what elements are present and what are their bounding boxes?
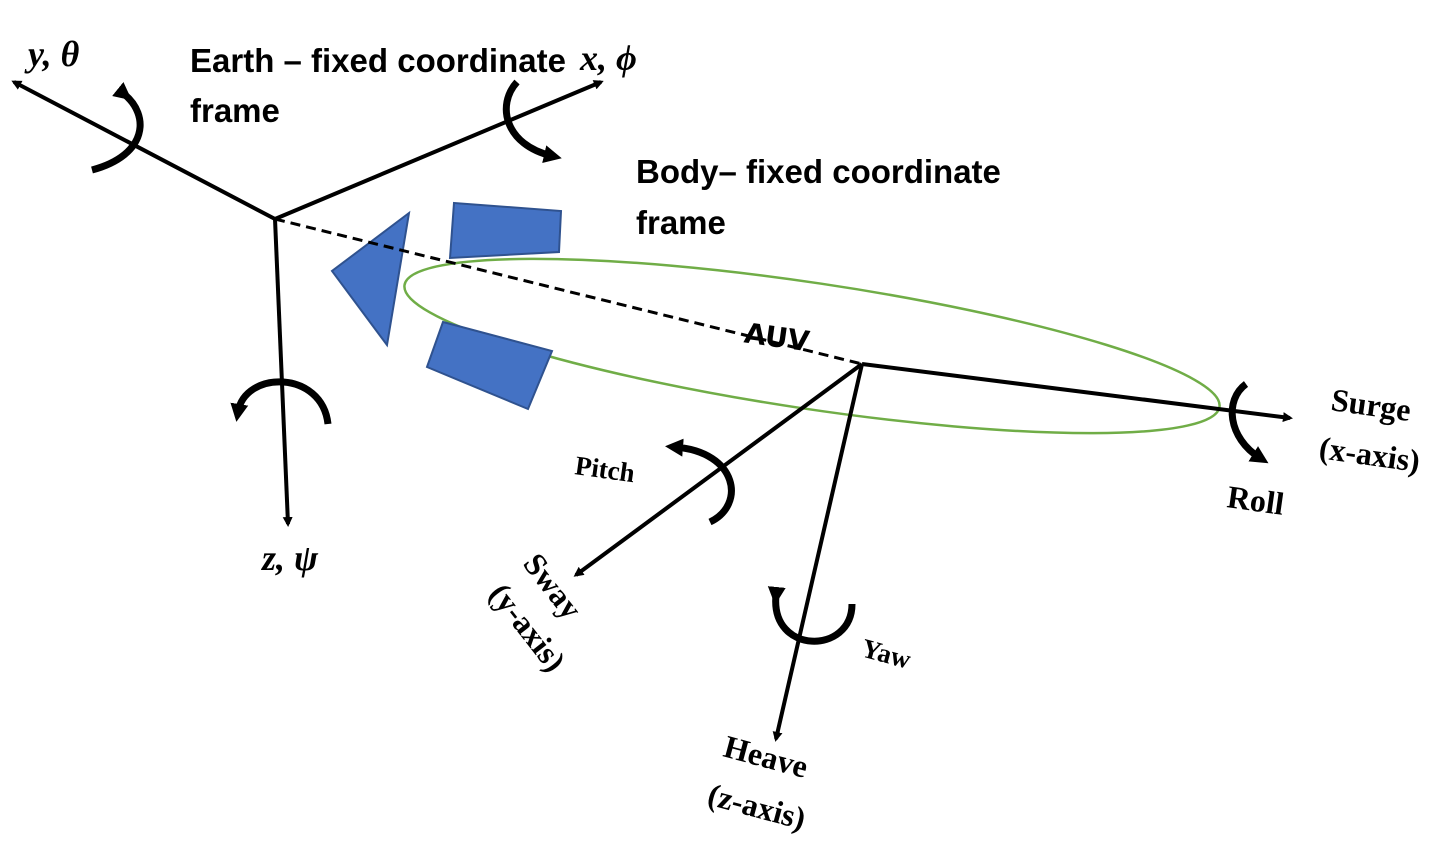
surge-axis-label: (x-axis) [1317, 429, 1422, 479]
earth-y-axis [11, 80, 276, 221]
roll-label: Roll [1225, 478, 1286, 522]
auv-nose-fin [330, 210, 411, 348]
auv-lower-fin [425, 320, 554, 411]
earth-z-axis-label: z, ψ [260, 538, 319, 578]
roll-rotation-arrow-icon [1228, 381, 1269, 464]
earth-frame-title-line1: Earth – fixed coordinate [190, 42, 566, 79]
earth-z-axis [273, 218, 293, 527]
surge-axis [861, 362, 1293, 423]
theta-rotation-arrow-icon [91, 81, 144, 174]
surge-label: Surge [1329, 381, 1413, 428]
phi-rotation-arrow-icon [502, 79, 562, 163]
sway-axis [573, 362, 864, 577]
auv-label: AUV [742, 316, 811, 358]
heave-axis-label: (z-axis) [704, 776, 809, 837]
yaw-label: Yaw [858, 633, 914, 675]
earth-x-axis [274, 80, 604, 221]
frame-link-dashed-line [274, 217, 863, 366]
body-frame-title-line1: Body– fixed coordinate [636, 153, 1001, 190]
psi-rotation-arrow-icon [230, 378, 332, 425]
heave-label: Heave [720, 728, 812, 785]
auv-upper-fin [448, 201, 563, 260]
earth-y-axis-label: y, θ [24, 34, 80, 74]
earth-frame-title-line2: frame [190, 92, 280, 129]
yaw-rotation-arrow-icon [767, 586, 856, 645]
pitch-rotation-arrow-icon [665, 438, 735, 526]
heave-axis [772, 363, 864, 742]
pitch-label: Pitch [573, 450, 637, 488]
earth-x-axis-label: x, ϕ [579, 38, 637, 78]
body-frame-title-line2: frame [636, 204, 726, 241]
